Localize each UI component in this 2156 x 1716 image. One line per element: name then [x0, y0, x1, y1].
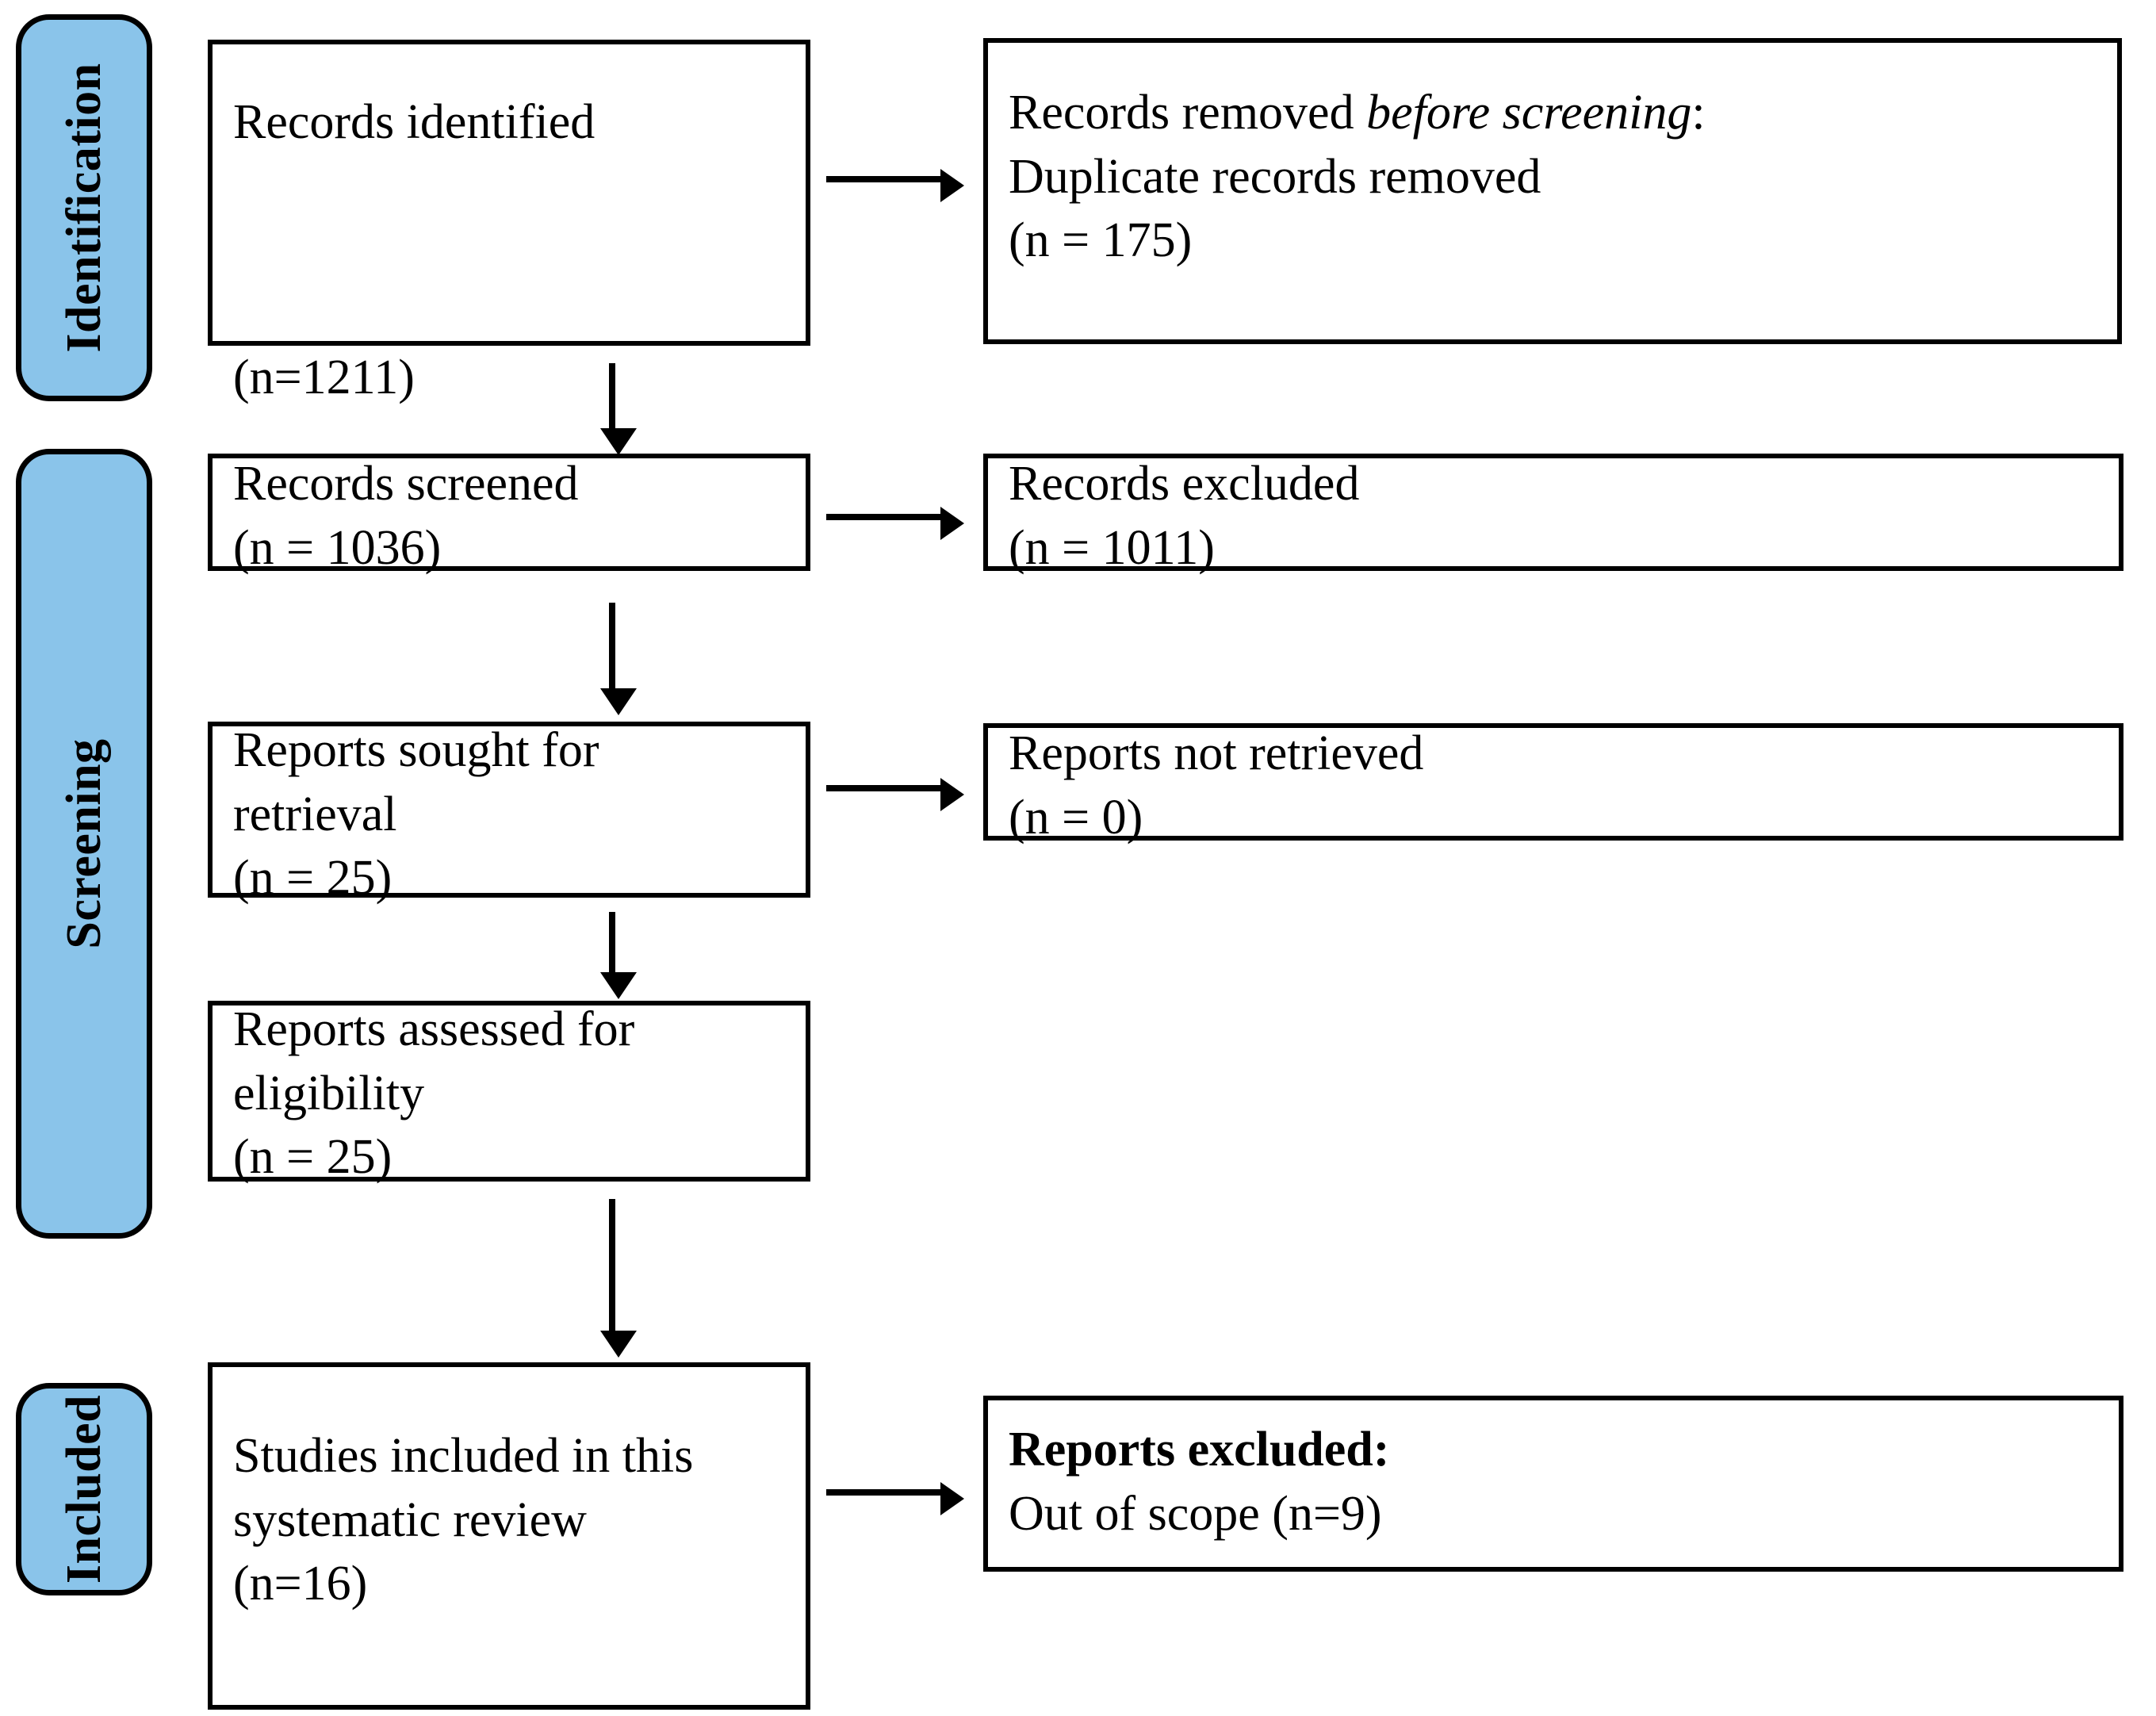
reports-assessed-line1: Reports assessed for [233, 1002, 635, 1056]
arrow-included-to-reports-excluded [826, 1482, 964, 1515]
records-identified-line1: Records identified [233, 95, 595, 149]
stage-identification: Identification [16, 14, 152, 401]
reports-sought-line3: (n = 25) [233, 851, 393, 906]
records-removed-text: Records removed before screening: Duplic… [1009, 81, 2106, 273]
box-reports-not-retrieved: Reports not retrieved (n = 0) [983, 723, 2123, 845]
reports-not-retrieved-text: Reports not retrieved (n = 0) [1009, 722, 2108, 849]
reports-excluded-text: Reports excluded: Out of scope (n=9) [1009, 1418, 2108, 1546]
arrow-identified-to-screened [600, 363, 637, 455]
studies-included-text: Studies included in this systematic revi… [233, 1424, 795, 1616]
stage-included: Included [16, 1383, 152, 1595]
box-reports-assessed: Reports assessed for eligibility (n = 25… [208, 1001, 810, 1184]
arrow-sought-to-not-retrieved [826, 778, 964, 811]
reports-assessed-line3: (n = 25) [233, 1130, 393, 1185]
records-removed-line1-italic: before screening [1366, 86, 1692, 140]
box-records-excluded: Records excluded (n = 1011) [983, 454, 2123, 575]
records-screened-line1: Records screened [233, 457, 579, 511]
records-removed-line1: Records removed before screening: [1009, 81, 2106, 145]
stage-included-label: Included [57, 1394, 111, 1584]
arrow-screened-to-excluded [826, 507, 964, 540]
studies-included-line1: Studies included in this [233, 1429, 694, 1483]
box-reports-excluded: Reports excluded: Out of scope (n=9) [983, 1396, 2123, 1572]
reports-sought-text: Reports sought for retrieval (n = 25) [233, 718, 795, 910]
records-excluded-text: Records excluded (n = 1011) [1009, 452, 2108, 580]
records-excluded-line2: (n = 1011) [1009, 520, 1215, 575]
reports-excluded-heading: Reports excluded: [1009, 1423, 1390, 1477]
box-reports-sought: Reports sought for retrieval (n = 25) [208, 722, 810, 905]
records-removed-line1-prefix: Records removed [1009, 86, 1367, 140]
records-identified-text: Records identified (n=1211) [233, 90, 795, 410]
records-screened-line2: (n = 1036) [233, 520, 442, 575]
box-studies-included: Studies included in this systematic revi… [208, 1362, 810, 1710]
records-screened-text: Records screened (n = 1036) [233, 452, 795, 580]
arrow-assessed-to-included [600, 1199, 637, 1358]
reports-assessed-text: Reports assessed for eligibility (n = 25… [233, 998, 795, 1189]
reports-excluded-line2: Out of scope (n=9) [1009, 1486, 1382, 1541]
arrow-screened-to-sought [600, 603, 637, 715]
records-excluded-line1: Records excluded [1009, 457, 1360, 511]
reports-assessed-line2: eligibility [233, 1066, 425, 1120]
reports-not-retrieved-line1: Reports not retrieved [1009, 726, 1424, 780]
records-removed-line1-suffix: : [1691, 86, 1706, 140]
arrow-identified-to-removed [826, 169, 964, 202]
reports-not-retrieved-line2: (n = 0) [1009, 790, 1143, 845]
records-removed-line3: (n = 175) [1009, 213, 1193, 268]
stage-screening-label: Screening [57, 738, 111, 949]
arrow-sought-to-assessed [600, 912, 637, 999]
records-identified-line2: (n=1211) [233, 350, 415, 405]
stage-identification-label: Identification [57, 63, 111, 353]
stage-screening: Screening [16, 449, 152, 1239]
records-removed-line2: Duplicate records removed [1009, 149, 1541, 204]
box-records-identified: Records identified (n=1211) [208, 40, 810, 404]
studies-included-line3: (n=16) [233, 1557, 368, 1611]
reports-sought-line2: retrieval [233, 787, 397, 841]
box-records-removed: Records removed before screening: Duplic… [983, 38, 2122, 344]
reports-sought-line1: Reports sought for [233, 723, 599, 777]
box-records-screened: Records screened (n = 1036) [208, 454, 810, 575]
studies-included-line2: systematic review [233, 1492, 587, 1547]
